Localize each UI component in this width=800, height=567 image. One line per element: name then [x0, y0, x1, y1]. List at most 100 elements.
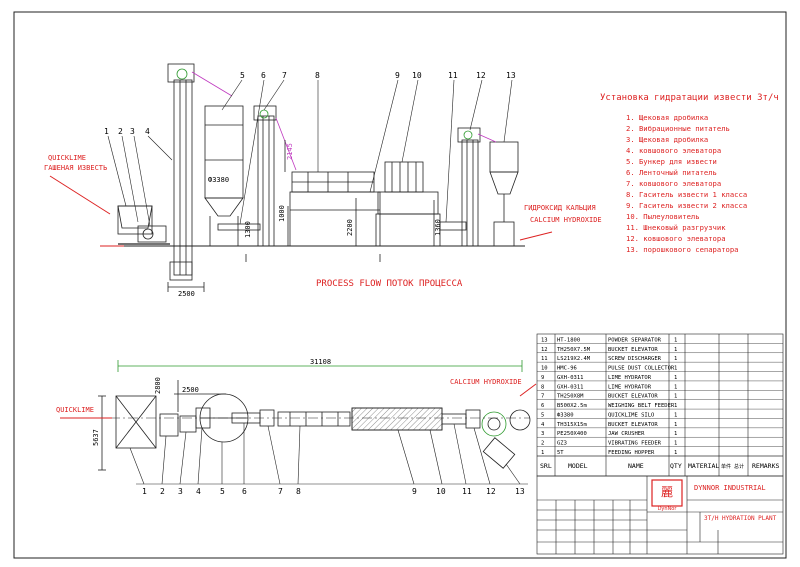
dim-2800: 2800	[154, 377, 162, 394]
callout-bottom-1: 1	[142, 487, 147, 496]
bucket-elevator-12	[461, 139, 479, 247]
bom-cell-qty: 1	[674, 337, 677, 343]
dim-2500-top: 2500	[178, 290, 195, 298]
callout-bottom-3: 3	[178, 487, 183, 496]
dynnor-logo: 麗 DynNor	[651, 479, 683, 512]
bom-cell-qty: 1	[674, 384, 677, 390]
callout-bottom-13: 13	[515, 487, 525, 496]
bom-cell-model: GZ3	[557, 441, 567, 447]
leader-lines-bottom	[129, 423, 521, 485]
plan-quicklime-label: QUICKLIME	[56, 406, 94, 414]
callout-top-9: 9	[395, 71, 400, 80]
plan-hydroxide-label: CALCIUM HYDROXIDE	[450, 378, 522, 386]
dim-2500-plan: 2500	[182, 386, 199, 394]
bom-cell-no: 10	[541, 366, 548, 372]
drawing-name: 3T/H HYDRATION PLANT	[704, 515, 777, 522]
dim-31108: 31108	[310, 358, 331, 366]
callout-bottom-2: 2	[160, 487, 165, 496]
plant-title: Установка гидратации извести 3т/ч	[600, 93, 779, 103]
bom-cell-qty: 1	[674, 403, 677, 409]
plan-separator	[481, 411, 507, 437]
bom-cell-no: 8	[541, 384, 544, 390]
callouts-top: 1 2 3 4 5 6 7 8 9 10 11 12 13	[104, 71, 516, 136]
callouts-bottom: 1 2 3 4 5 6 7 8 9 10 11 12 13	[142, 487, 525, 496]
bom-cell-no: 13	[541, 337, 548, 343]
bom-cell-no: 9	[541, 375, 544, 381]
hydroxide-en-label: CALCIUM HYDROXIDE	[530, 216, 602, 224]
bom-cell-qty: 1	[674, 356, 677, 362]
bom-cell-name: JAW CRUSHER	[608, 431, 645, 437]
callout-bottom-10: 10	[436, 487, 446, 496]
legend-item: 4. ковшового элеватора	[626, 146, 721, 155]
callout-top-2: 2	[118, 127, 123, 136]
bom-cell-no: 6	[541, 403, 544, 409]
bom-cell-qty: 1	[674, 450, 677, 456]
legend-item: 12. ковшового элеватора	[626, 234, 726, 243]
callout-top-10: 10	[412, 71, 422, 80]
callout-bottom-5: 5	[220, 487, 225, 496]
bom-cell-name: BUCKET ELEVATOR	[608, 394, 658, 400]
bom-cell-model: PE250X400	[557, 431, 587, 437]
callout-top-12: 12	[476, 71, 486, 80]
legend-item: 8. Гаситель извести 1 класса	[626, 190, 747, 199]
plan-hydrator-8	[277, 411, 351, 427]
quicklime-silo	[204, 105, 244, 199]
flow-arrows	[49, 175, 553, 419]
legend-item: 1. Щековая дробилка	[626, 113, 708, 122]
callout-top-6: 6	[261, 71, 266, 80]
plan-view	[98, 360, 531, 471]
jaw-crusher	[137, 225, 167, 243]
bom-cell-no: 3	[541, 431, 544, 437]
callout-top-8: 8	[315, 71, 320, 80]
bom-cell-no: 11	[541, 356, 548, 362]
bom-cell-model: LS219X2.4M	[557, 356, 591, 362]
callout-top-3: 3	[130, 127, 135, 136]
bom-cell-model: GXH-0311	[557, 384, 584, 390]
powder-separator	[489, 141, 519, 173]
bom-cell-model: B500X2.5m	[557, 403, 587, 409]
screw-discharger	[439, 221, 467, 231]
hydroxide-ru-label: ГИДРОКСИД КАЛЬЦИЯ	[524, 204, 596, 212]
bom-header-weight: 单件 总计	[721, 463, 744, 470]
bom-cell-no: 1	[541, 450, 544, 456]
bom-cell-qty: 1	[674, 347, 677, 353]
dim-2145: 2145	[286, 143, 294, 160]
bom-cell-name: LIME HYDRATOR	[608, 384, 652, 390]
bom-cell-name: BUCKET ELEVATOR	[608, 347, 658, 353]
company-name: DYNNOR INDUSTRIAL	[694, 484, 766, 492]
bom-cell-model: TH250X7.5M	[557, 347, 591, 353]
callout-bottom-8: 8	[296, 487, 301, 496]
legend-list: 1. Щековая дробилка 2. Вибрационные пита…	[626, 113, 747, 254]
bom-cell-name: PULSE DUST COLLECTOR	[608, 366, 675, 372]
dim-5637: 5637	[92, 429, 100, 446]
callout-top-11: 11	[448, 71, 458, 80]
quicklime-en-label: QUICKLIME	[48, 154, 86, 162]
bom-table-frame	[536, 333, 784, 555]
bom-cell-name: POWDER SEPARATOR	[608, 337, 662, 343]
drawing-border	[13, 11, 787, 559]
legend-item: 2. Вибрационные питатель	[626, 124, 730, 133]
bom-cell-name: SCREW DISCHARGER	[608, 356, 662, 362]
leader-lines-top	[107, 79, 513, 227]
bom-header-qty: QTY	[670, 462, 682, 470]
bom-header-srl: SRL	[540, 462, 552, 470]
bom-header: SRL MODEL NAME QTY MATERIAL 单件 总计 REMARK…	[540, 462, 779, 470]
callout-top-7: 7	[282, 71, 287, 80]
bom-cell-name: LIME HYDRATOR	[608, 375, 652, 381]
lime-hydrator-9	[377, 191, 439, 215]
bom-cell-no: 12	[541, 347, 548, 353]
legend-item: 6. Ленточный питатель	[626, 168, 717, 177]
elevation-view	[100, 63, 525, 292]
bom-cell-qty: 1	[674, 394, 677, 400]
bom-cell-model: GXH-0311	[557, 375, 584, 381]
dust-collector	[384, 161, 424, 193]
dim-2200: 2200	[346, 219, 354, 236]
callout-bottom-9: 9	[412, 487, 417, 496]
callout-top-1: 1	[104, 127, 109, 136]
callout-top-5: 5	[240, 71, 245, 80]
bom-header-remarks: REMARKS	[752, 462, 779, 470]
bom-header-material: MATERIAL	[688, 462, 719, 470]
svg-text:麗: 麗	[661, 485, 673, 499]
